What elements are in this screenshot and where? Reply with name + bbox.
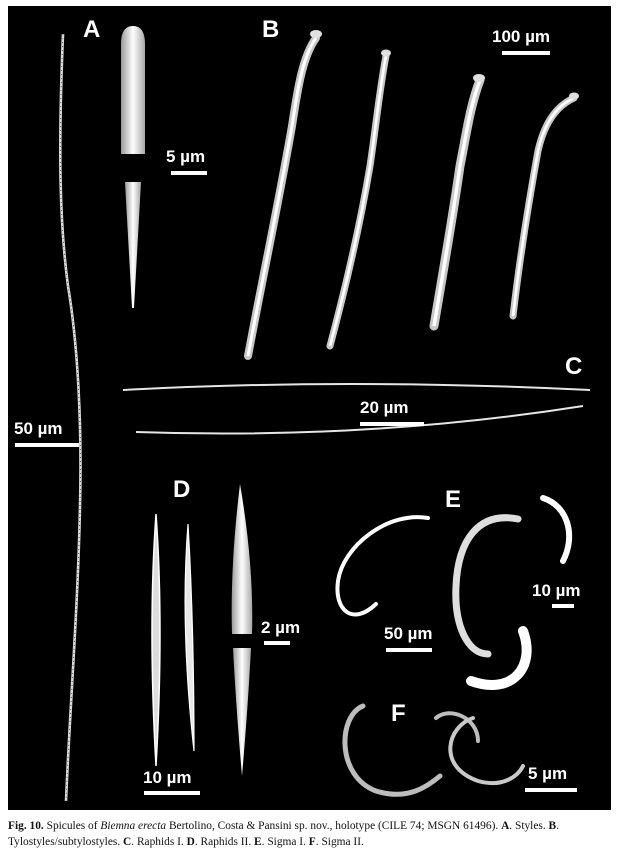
- figure-caption: Fig. 10. Spicules of Biemna erecta Berto…: [8, 818, 613, 850]
- panel-label-a: A: [83, 16, 101, 43]
- caption-item-key: B: [548, 820, 557, 832]
- scale-bar-b: [502, 51, 550, 55]
- panel-label-c: C: [565, 353, 583, 380]
- scale-bar-e: [386, 648, 432, 652]
- raphid-2: [135, 405, 584, 435]
- caption-item-key: F: [308, 836, 316, 848]
- caption-item-text: . Raphids II.: [194, 836, 255, 848]
- scale-label-f: 5 µm: [528, 764, 568, 783]
- raphid-ii-detail-head: [231, 484, 253, 634]
- sigma-i-1: [335, 515, 430, 617]
- scale-bar-a-detail: [171, 171, 207, 175]
- caption-post-species: Bertolino, Costa & Pansini sp. nov., hol…: [166, 820, 502, 832]
- style-long-spicule: [58, 33, 82, 802]
- scale-bar-a: [15, 443, 79, 447]
- caption-label: Fig. 10.: [8, 820, 44, 832]
- scale-label-a: 50 µm: [14, 419, 63, 438]
- style-detail-head: [121, 26, 145, 154]
- caption-item-key: C: [123, 836, 132, 848]
- panel-label-d: D: [173, 476, 191, 503]
- style-long-spicule-texture: [59, 33, 81, 802]
- sigma-ii-2: [434, 711, 480, 743]
- scale-label-c: 20 µm: [360, 398, 409, 417]
- scale-bar-d-detail: [264, 641, 290, 645]
- raphid-ii-2: [184, 523, 195, 752]
- caption-item-text: . Sigma I.: [261, 836, 309, 848]
- scale-bar-c: [360, 422, 424, 426]
- caption-pre-species: Spicules of: [43, 820, 101, 832]
- caption-item-key: E: [254, 836, 262, 848]
- style-detail-tip: [125, 182, 141, 308]
- sigma-i-4: [540, 495, 573, 564]
- panel-label-e: E: [445, 486, 462, 513]
- scale-label-a-detail: 5 µm: [166, 147, 206, 166]
- panel-label-b: B: [262, 16, 280, 43]
- scale-label-e-detail: 10 µm: [532, 581, 581, 600]
- sigma-ii-3: [448, 716, 525, 786]
- raphid-ii-1: [151, 513, 161, 767]
- scale-bar-f: [525, 788, 577, 792]
- panel-label-f: F: [391, 700, 406, 727]
- scale-bar-e-detail: [552, 604, 574, 608]
- scale-label-e: 50 µm: [384, 624, 433, 643]
- caption-item-key: D: [186, 836, 195, 848]
- caption-item-text: . Tylostyles/subtylostyles.: [8, 820, 560, 848]
- tylostyle-1: [244, 30, 322, 360]
- scale-label-b: 100 µm: [492, 27, 550, 46]
- spicule-drawings: [58, 26, 591, 802]
- caption-item-text: . Styles.: [509, 820, 549, 832]
- sigma-i-2: [452, 514, 522, 658]
- figure-panel: A B C D E F 5 µm 50 µm 100 µm 20 µm 2 µm…: [8, 6, 611, 810]
- tylostyle-3: [429, 74, 485, 331]
- scale-label-d: 10 µm: [143, 768, 192, 787]
- tylostyle-4: [509, 92, 579, 320]
- raphid-1: [122, 383, 591, 391]
- raphid-ii-detail-tip: [233, 648, 251, 776]
- caption-item-key: A: [501, 820, 510, 832]
- sigma-i-3: [466, 626, 532, 690]
- sigma-ii-1: [342, 703, 443, 797]
- scale-bar-d: [144, 791, 200, 795]
- caption-item-text: . Sigma II.: [315, 836, 364, 848]
- scale-label-d-detail: 2 µm: [261, 618, 301, 637]
- tylostyle-2: [326, 49, 391, 350]
- caption-item-text: . Raphids I.: [131, 836, 187, 848]
- caption-species: Biemna erecta: [100, 820, 167, 832]
